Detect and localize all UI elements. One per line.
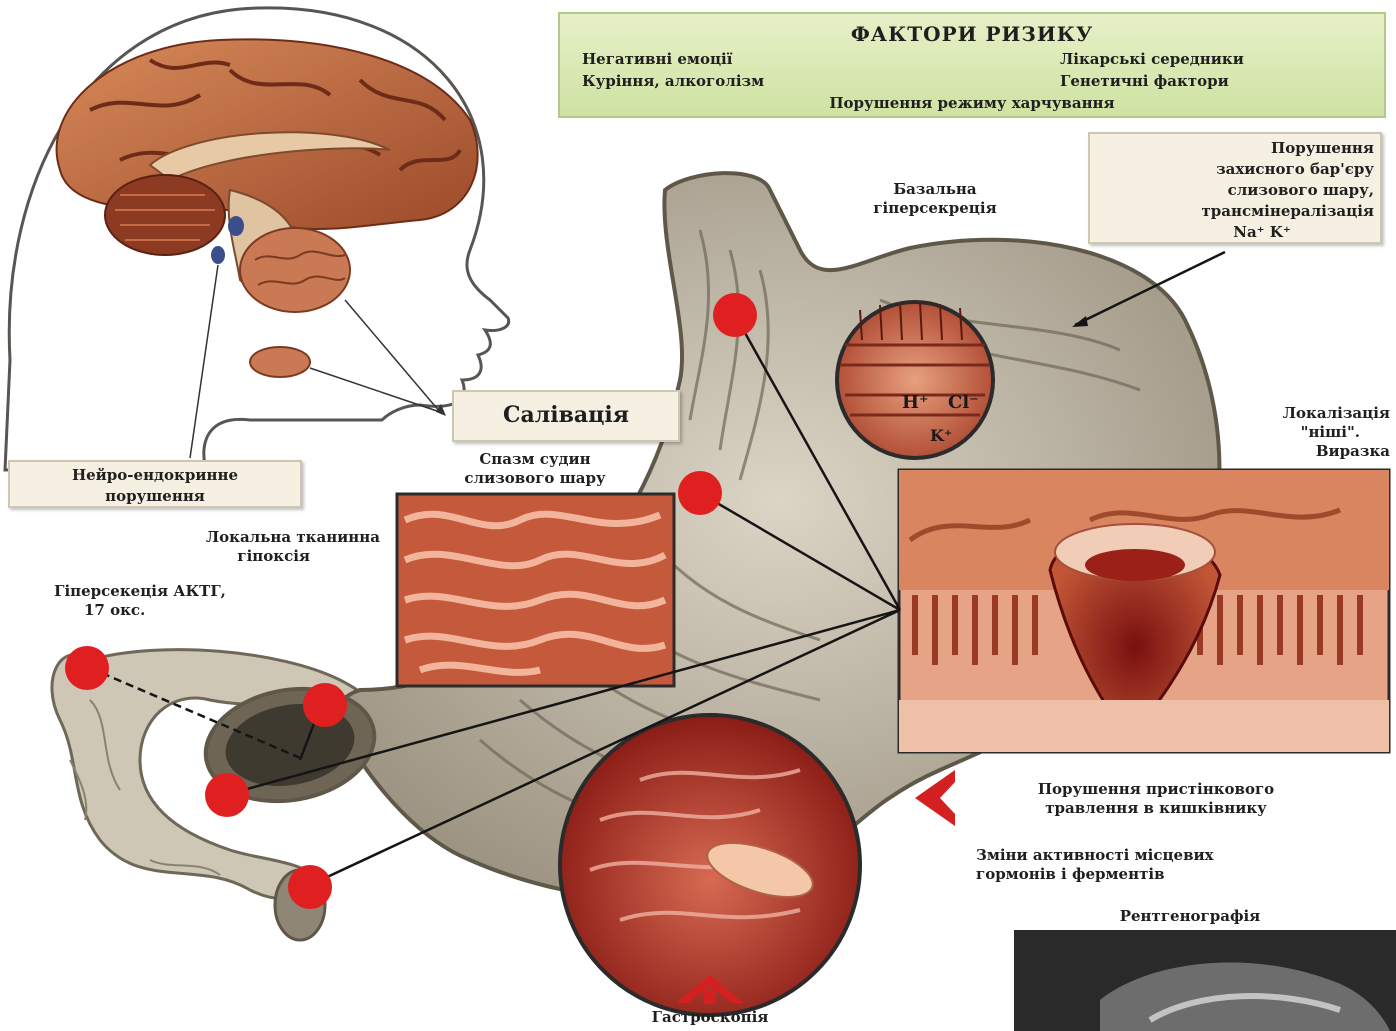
radiography-inset [1014,930,1396,1031]
gastroscopy-inset [560,715,860,1015]
marker-duodenum-4 [288,865,332,909]
acth-label: Гіперсекеція АКТГ, 17 окс. [0,582,280,620]
marker-duodenum-1 [65,646,109,690]
risk-factor-item: Генетичні фактори [1060,72,1229,90]
marker-body [678,471,722,515]
local-hypoxia-label: Локальна тканинна гіпоксія [100,528,380,566]
salivation-box: Салівація [452,390,680,442]
ulcer-inset [899,470,1389,752]
barrier-disorder-box: Порушення захисного бар'єру слизового ша… [1088,132,1382,244]
niche-localization-label: Локалізація "ніші". Виразка [1220,404,1390,461]
vessel-spasm-label: Спазм судин слизового шару [410,450,660,488]
marker-duodenum-2 [303,683,347,727]
risk-factor-item: Порушення режиму харчування [560,94,1384,112]
neuro-endocrine-box: Нейро-ендокринне порушення [8,460,302,508]
basal-hypersecretion-label: Базальна гіперсекреція [860,180,1010,218]
ion-label-h: H⁺ [902,392,929,413]
risk-factor-item: Куріння, алкоголізм [582,72,764,90]
marker-duodenum-3 [205,773,249,817]
risk-factors-title: ФАКТОРИ РИЗИКУ [560,22,1384,46]
head-illustration [5,8,509,470]
mucosa-barrier-inset [837,302,993,458]
risk-factor-item: Негативні емоції [582,50,732,68]
gastroscopy-label: Гастроскопія [590,1008,830,1027]
risk-factors-box: ФАКТОРИ РИЗИКУ Негативні емоції Лікарськ… [558,12,1386,118]
radiography-label: Рентгенографія [1070,907,1310,926]
hormone-changes-label: Зміни активності місцевих гормонів і фер… [976,846,1336,884]
ion-label-cl: Cl⁻ [948,392,979,413]
ion-label-k: K⁺ [930,426,952,445]
parietal-digestion-label: Порушення пристінкового травлення в кишк… [976,780,1336,818]
marker-esophagus [713,293,757,337]
risk-factor-item: Лікарські середники [1060,50,1244,68]
vessel-spasm-inset [397,494,674,686]
